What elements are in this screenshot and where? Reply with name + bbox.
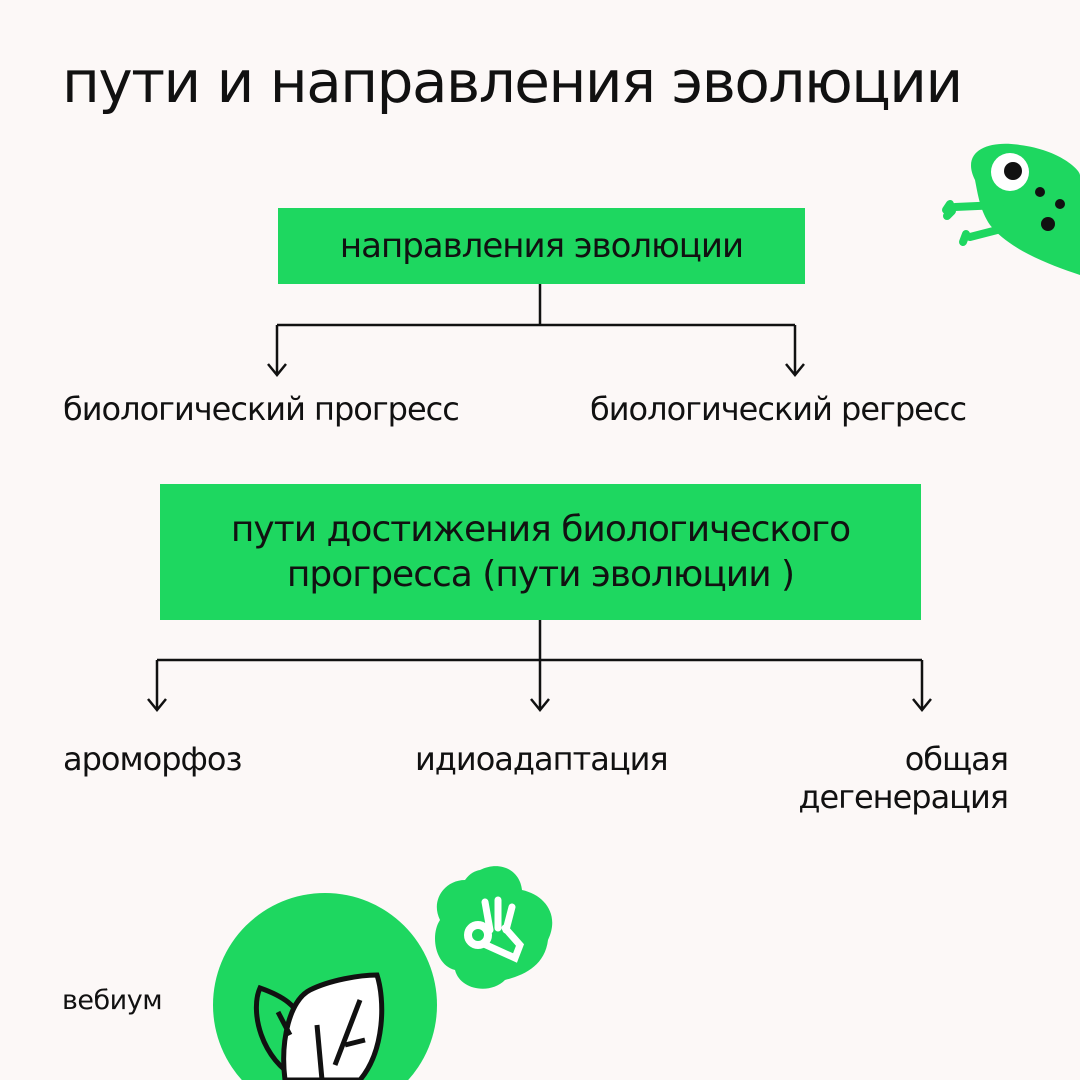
paths-heading-line2: прогресса (пути эволюции ): [286, 554, 795, 595]
node-general-degeneration-line1: общая: [904, 740, 1009, 778]
connector-directions: [275, 284, 797, 374]
page-title: пути и направления эволюции: [62, 48, 963, 116]
node-general-degeneration: общая дегенерация: [798, 740, 1009, 817]
node-biological-regress: биологический регресс: [590, 390, 967, 428]
connector-paths: [155, 620, 924, 710]
paths-heading-box: пути достижения биологического прогресса…: [160, 484, 921, 620]
brand-logo: вебиум: [62, 985, 163, 1016]
arrow-head-icon: [267, 363, 805, 377]
frog-icon: [942, 143, 1080, 275]
node-biological-progress: биологический прогресс: [63, 390, 460, 428]
directions-heading-box: направления эволюции: [278, 208, 805, 284]
directions-heading: направления эволюции: [339, 225, 744, 266]
arrow-head-icon: [147, 698, 932, 712]
ok-hand-icon: [435, 866, 553, 989]
node-aromorphosis: ароморфоз: [63, 740, 242, 778]
leaf-icon: [213, 893, 437, 1080]
paths-heading-line1: пути достижения биологического: [230, 509, 851, 550]
node-general-degeneration-line2: дегенерация: [798, 778, 1009, 817]
node-idioadaptation: идиоадаптация: [415, 740, 669, 778]
